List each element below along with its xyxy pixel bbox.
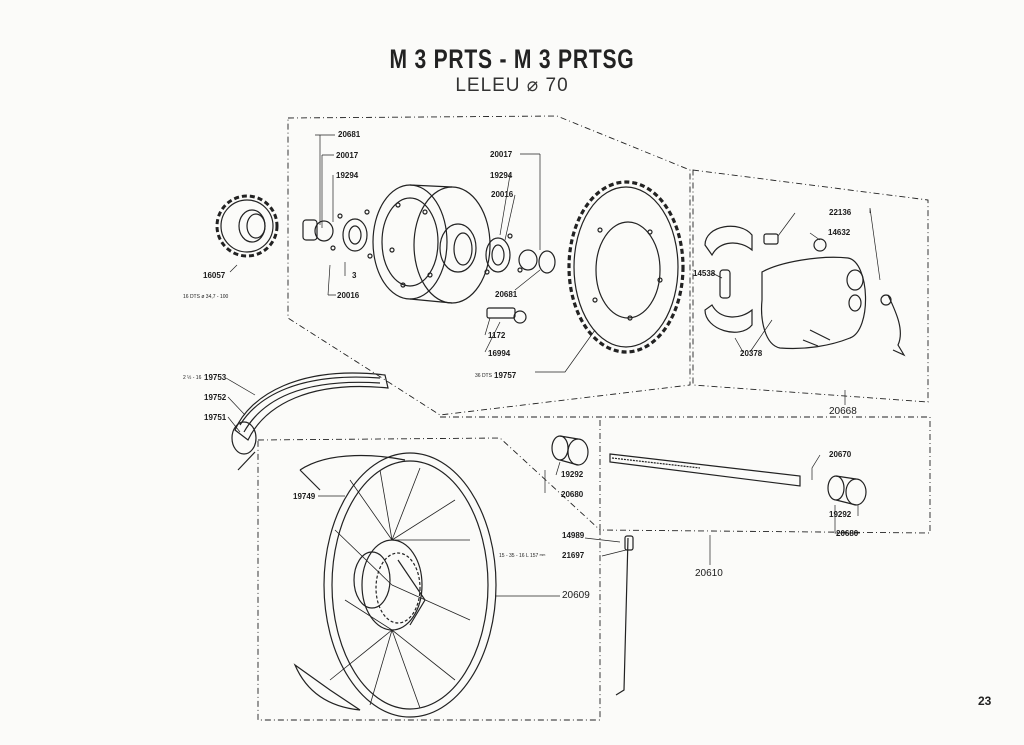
part-label-20681-mid: 20681	[495, 290, 518, 299]
part-label-20609: 20609	[562, 590, 590, 601]
part-label-19292-mid: 19292	[561, 470, 584, 479]
spoke-drawing	[615, 535, 634, 696]
brake-group-outline	[692, 169, 929, 403]
small-sprocket-note: 16 DTS ø 34,7 - 100	[183, 294, 229, 300]
part-label-20680-right: 20680	[836, 529, 859, 538]
part-label-14989: 14989	[562, 531, 585, 540]
part-label-19752: 19752	[204, 393, 227, 402]
part-label-16057: 16057	[203, 271, 226, 280]
part-label-20610: 20610	[695, 568, 723, 579]
part-label-20017-right: 20017	[490, 150, 513, 159]
part-label-20017-left: 20017	[336, 151, 359, 160]
part-label-19292-right: 19292	[829, 510, 852, 519]
wheel-group-outline	[257, 437, 601, 721]
part-label-14538: 14538	[693, 269, 716, 278]
part-label-20016-right: 20016	[491, 190, 514, 199]
hub-left-bearings	[302, 209, 373, 259]
part-label-19753: 19753	[204, 373, 227, 382]
tyre-tube-drawing	[231, 372, 389, 471]
part-label-20680-mid: 20680	[561, 490, 584, 499]
part-label-19757: 19757	[494, 371, 517, 380]
page-subtitle: LELEU ⌀ 70	[455, 75, 569, 96]
part-label-21697: 21697	[562, 551, 585, 560]
part-label-19751: 19751	[204, 413, 227, 422]
part-label-1172: 1172	[488, 331, 506, 340]
hub-drawing	[372, 184, 491, 304]
big-sprocket-drawing	[567, 180, 685, 354]
part-label-22136: 22136	[829, 208, 852, 217]
axle-spacer-mid	[551, 435, 589, 466]
part-label-20378: 20378	[740, 349, 763, 358]
part-label-20681-top: 20681	[338, 130, 361, 139]
part-label-16994: 16994	[488, 349, 511, 358]
part-label-14632: 14632	[828, 228, 851, 237]
brake-plate-drawing	[760, 233, 906, 357]
part-label-19294-right: 19294	[490, 171, 513, 180]
part-label-20016-left: 20016	[337, 291, 360, 300]
axle-group-outline	[440, 416, 931, 534]
part-label-19294-left: 19294	[336, 171, 359, 180]
part-label-3: 3	[352, 271, 357, 280]
wheel-drawing	[293, 452, 497, 718]
big-sprocket-note: 36 DTS	[475, 373, 492, 379]
small-sprocket-drawing	[215, 194, 279, 258]
page-number: 23	[978, 694, 992, 708]
part-label-19749: 19749	[293, 492, 316, 501]
bolt-and-nut	[486, 307, 527, 324]
page-title: M 3 PRTS - M 3 PRTSG	[389, 44, 635, 74]
part-label-20670: 20670	[829, 450, 852, 459]
axle-drawing	[609, 453, 801, 487]
spoke-size-note: 15 - 35 - 16 L 157 ᵐᵐ	[499, 553, 546, 559]
axle-spacer-right	[827, 475, 867, 506]
hub-group-outline	[287, 115, 691, 416]
leader-lines	[225, 134, 881, 597]
brake-shoes-drawing	[704, 225, 753, 333]
part-label-20668: 20668	[829, 406, 857, 417]
hub-right-bearings	[484, 233, 556, 275]
tyre-size-note: 2 ½ - 16	[183, 375, 202, 381]
